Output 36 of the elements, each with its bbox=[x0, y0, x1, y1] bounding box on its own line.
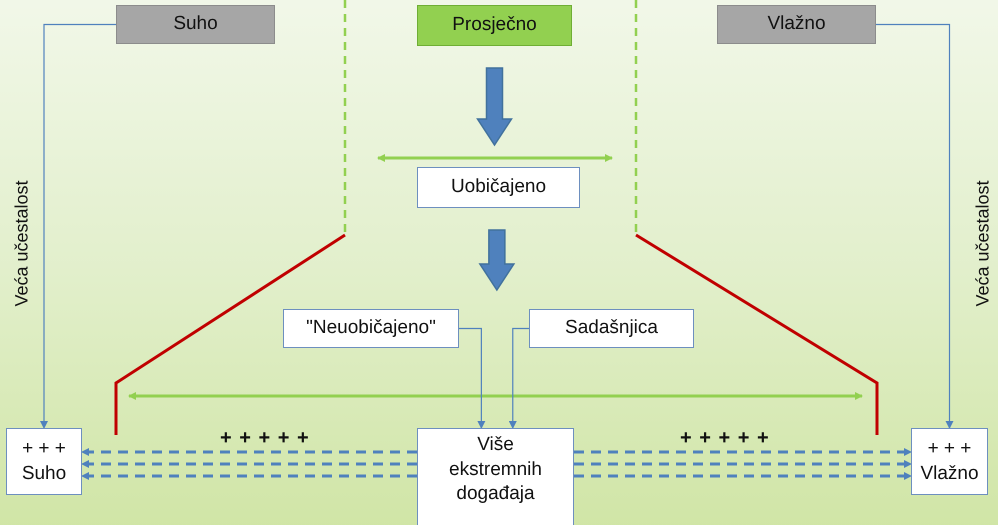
box-label: "Neuobičajeno" bbox=[306, 316, 436, 340]
arrow bbox=[81, 460, 417, 468]
arrow bbox=[40, 24, 116, 429]
arrow bbox=[574, 472, 912, 480]
text-box bbox=[911, 428, 988, 495]
arrow bbox=[81, 448, 417, 456]
box-label: Suho bbox=[22, 462, 66, 486]
box-label: + + + bbox=[928, 436, 972, 461]
text-box bbox=[529, 309, 694, 348]
text-box bbox=[283, 309, 459, 348]
block-arrow bbox=[478, 229, 516, 292]
arrow bbox=[459, 328, 486, 429]
text-box bbox=[6, 428, 82, 495]
text-box bbox=[116, 5, 275, 44]
text-box bbox=[417, 5, 572, 46]
box-label: Suho bbox=[173, 12, 218, 36]
box-label: + + + bbox=[22, 436, 66, 461]
box-label: Uobičajeno bbox=[450, 175, 546, 200]
arrow bbox=[574, 460, 912, 468]
box-label: Vlažno bbox=[920, 462, 979, 486]
edge-label: + + + + + bbox=[220, 426, 310, 450]
arrow bbox=[574, 448, 912, 456]
arrow bbox=[81, 472, 417, 480]
box-label: Sadašnjica bbox=[565, 316, 658, 340]
edge-label: Veća učestalost bbox=[972, 180, 994, 306]
box-label: Vlažno bbox=[767, 12, 826, 36]
box-label: Više ekstremnih događaja bbox=[448, 433, 543, 506]
text-box bbox=[717, 5, 876, 44]
edge-label: + + + + + bbox=[680, 426, 770, 450]
arrow bbox=[508, 328, 529, 429]
box-label: Prosječno bbox=[452, 13, 537, 38]
block-arrow bbox=[476, 67, 513, 146]
edge-label: Veća učestalost bbox=[12, 180, 33, 306]
text-box bbox=[417, 167, 580, 208]
arrow bbox=[876, 24, 954, 429]
text-box bbox=[417, 428, 574, 525]
